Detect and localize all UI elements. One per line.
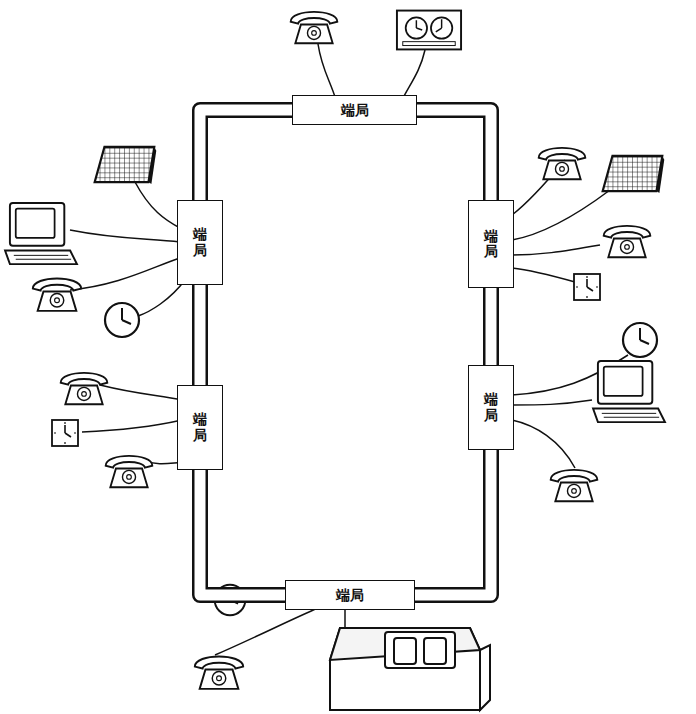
cable-core [195, 285, 206, 385]
telephone-icon [551, 470, 598, 501]
office-label: 端局 [341, 102, 369, 119]
vertical-office-box: 端局 [468, 365, 514, 450]
telephone-icon [195, 656, 243, 688]
vertical-office-box: 端局 [177, 385, 223, 470]
clock-icon [105, 303, 139, 337]
wire [402, 50, 425, 100]
wire [512, 420, 575, 468]
console-side [480, 645, 490, 710]
office-label: 端局 [484, 392, 498, 423]
wire [100, 385, 182, 400]
wire [512, 400, 592, 405]
ring-cable [200, 110, 292, 200]
clock-icon [623, 323, 657, 357]
wire [512, 268, 575, 282]
telephone-icon [33, 278, 81, 310]
ring-cable [200, 470, 285, 595]
ring-cable [417, 110, 491, 200]
cable-core [200, 470, 285, 595]
ring-cable [491, 288, 492, 365]
terminal-icon [5, 203, 77, 264]
console-illustration [330, 628, 490, 710]
wire [512, 245, 600, 255]
cable-outline [417, 110, 491, 200]
telephone-icon [539, 148, 586, 179]
cable-core [486, 288, 497, 365]
display-panel-icon [603, 156, 665, 193]
cable-outline [483, 288, 499, 365]
cable-outline [200, 110, 292, 200]
console-display [385, 632, 455, 668]
flat-office-box: 端局 [285, 580, 415, 610]
console-body [330, 628, 480, 710]
telephone-icon [61, 373, 108, 404]
wire [318, 44, 336, 100]
telephone-icon [106, 456, 153, 487]
square-clock-icon [52, 420, 78, 446]
wire [82, 420, 182, 432]
cable-outline [192, 285, 208, 385]
office-label: 端局 [193, 227, 207, 258]
office-label: 端局 [484, 229, 498, 260]
console-digit [424, 638, 446, 664]
wires [70, 44, 628, 655]
square-clock-icon [574, 274, 600, 300]
cable-core [200, 110, 292, 200]
cable-outline [200, 470, 285, 595]
flat-office-box: 端局 [292, 95, 417, 125]
console-digit [394, 638, 416, 664]
wire [138, 280, 185, 316]
ring-cable [415, 450, 491, 595]
equipment-icons [5, 11, 665, 689]
wire [512, 190, 610, 240]
terminal-icon [593, 361, 665, 422]
vertical-office-box: 端局 [468, 200, 514, 288]
wire [70, 230, 180, 242]
display-panel-icon [95, 147, 157, 184]
telephone-icon [291, 12, 338, 43]
office-label: 端局 [336, 587, 364, 604]
wire [135, 182, 180, 228]
wire [70, 258, 180, 290]
telephone-icon [604, 226, 651, 257]
cable-core [417, 110, 491, 200]
ring-cable [200, 285, 201, 385]
cable-core [415, 450, 491, 595]
clock-panel-icon [397, 11, 461, 50]
vertical-office-box: 端局 [177, 200, 223, 285]
cable-outline [415, 450, 491, 595]
office-label: 端局 [193, 412, 207, 443]
